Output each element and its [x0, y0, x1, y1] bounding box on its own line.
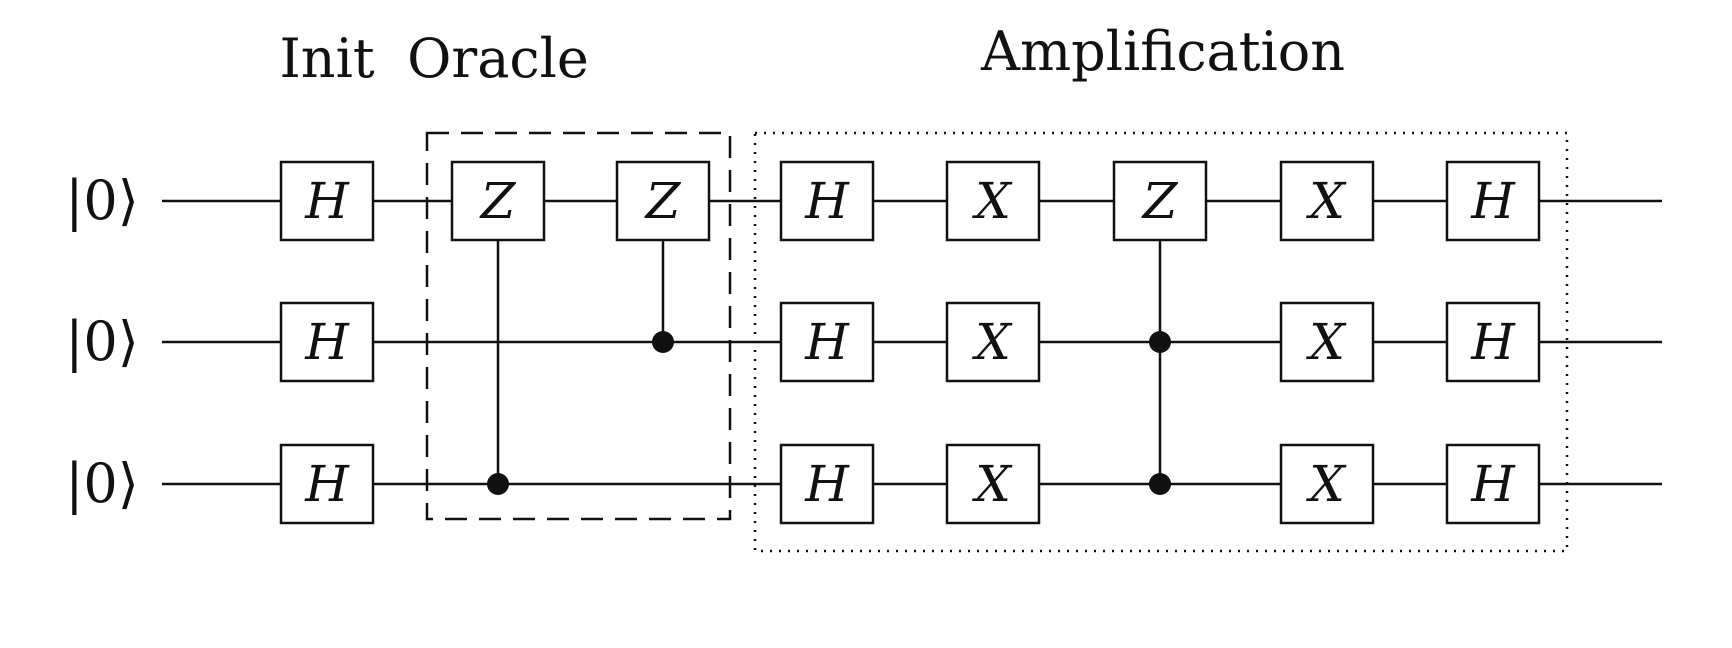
amp-h1-q0-gate: H	[779, 160, 875, 242]
input-labels-layer: |0⟩ |0⟩ |0⟩	[65, 169, 139, 515]
amp-h2-q1-gate-label: H	[1470, 313, 1516, 371]
init-h-q1-gate: H	[279, 301, 375, 383]
amp-x2-q2-gate-box	[1279, 443, 1375, 525]
amp-ccz-gate: Z	[1112, 160, 1208, 242]
oracle-cz-b-gate: Z	[615, 160, 711, 242]
init-h-q1-gate-box	[279, 301, 375, 383]
amp-x2-q2-gate-label: X	[1305, 455, 1347, 513]
oracle-cz-a-control-dot-q2	[487, 473, 509, 495]
amp-x1-q2-gate: X	[945, 443, 1041, 525]
amp-h2-q2-gate-label: H	[1470, 455, 1516, 513]
init-h-q1-gate-label: H	[304, 313, 350, 371]
amp-x2-q1-gate-box	[1279, 301, 1375, 383]
amp-x2-q1-gate: X	[1279, 301, 1375, 383]
amp-x1-q2-gate-label: X	[971, 455, 1013, 513]
amp-x2-q0-gate-label: X	[1305, 172, 1347, 230]
amp-x2-q2-gate: X	[1279, 443, 1375, 525]
init-section-label: Init	[279, 27, 374, 90]
amp-h1-q0-gate-label: H	[804, 172, 850, 230]
amp-x2-q0-gate-box	[1279, 160, 1375, 242]
amp-x2-q0-gate: X	[1279, 160, 1375, 242]
amp-ccz-control-dot-q2	[1149, 473, 1171, 495]
amp-h1-q2-gate-box	[779, 443, 875, 525]
amp-x1-q1-gate-box	[945, 301, 1041, 383]
amp-h2-q1-gate: H	[1445, 301, 1541, 383]
qubit-input-label-0: |0⟩	[65, 169, 139, 232]
amp-ccz-gate-label: Z	[1141, 172, 1179, 230]
amp-h1-q2-gate-label: H	[804, 455, 850, 513]
oracle-cz-b-gate-box	[615, 160, 711, 242]
qubit-input-label-1: |0⟩	[65, 310, 139, 373]
oracle-cz-a-gate: Z	[450, 160, 546, 242]
init-h-q0-gate-label: H	[304, 172, 350, 230]
init-h-q2-gate: H	[279, 443, 375, 525]
gates-layer: H H H Z Z H H H X X X Z X X X H H H	[279, 160, 1541, 525]
oracle-group-box	[425, 131, 732, 521]
amp-ccz-gate-box	[1112, 160, 1208, 242]
amp-x1-q0-gate: X	[945, 160, 1041, 242]
amp-ccz-control-dot-q1	[1149, 331, 1171, 353]
amp-x1-q1-gate-label: X	[971, 313, 1013, 371]
oracle-cz-a-gate-box	[450, 160, 546, 242]
amp-h2-q0-gate: H	[1445, 160, 1541, 242]
oracle-cz-b-gate-label: Z	[644, 172, 682, 230]
amp-x1-q1-gate: X	[945, 301, 1041, 383]
amp-h2-q2-gate-box	[1445, 443, 1541, 525]
init-h-q2-gate-label: H	[304, 455, 350, 513]
amp-h2-q0-gate-box	[1445, 160, 1541, 242]
oracle-section-label: Oracle	[407, 27, 589, 90]
amp-x1-q0-gate-box	[945, 160, 1041, 242]
init-h-q2-gate-box	[279, 443, 375, 525]
init-h-q0-gate-box	[279, 160, 375, 242]
amp-h1-q1-gate-box	[779, 301, 875, 383]
amp-x2-q1-gate-label: X	[1305, 313, 1347, 371]
amp-h2-q0-gate-label: H	[1470, 172, 1516, 230]
oracle-cz-a-gate-label: Z	[479, 172, 517, 230]
amp-h2-q1-gate-box	[1445, 301, 1541, 383]
amp-h1-q0-gate-box	[779, 160, 875, 242]
amp-h1-q1-gate: H	[779, 301, 875, 383]
amp-h1-q1-gate-label: H	[804, 313, 850, 371]
amp-x1-q0-gate-label: X	[971, 172, 1013, 230]
amplification-section-label: Amplification	[980, 20, 1345, 83]
qubit-input-label-2: |0⟩	[65, 452, 139, 515]
group-boxes-layer	[425, 131, 1569, 553]
amp-x1-q2-gate-box	[945, 443, 1041, 525]
amp-h1-q2-gate: H	[779, 443, 875, 525]
control-lines-layer	[487, 201, 1171, 495]
amp-h2-q2-gate: H	[1445, 443, 1541, 525]
amplification-group-box	[753, 131, 1569, 553]
oracle-cz-b-control-dot-q1	[652, 331, 674, 353]
wires-layer	[162, 199, 1662, 486]
init-h-q0-gate: H	[279, 160, 375, 242]
